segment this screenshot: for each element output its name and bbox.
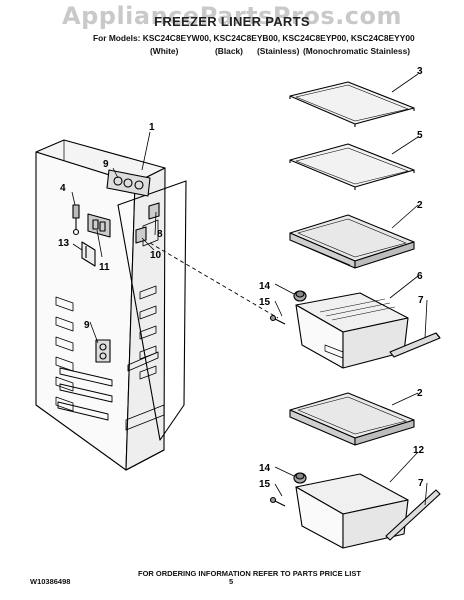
callout-3: 3	[417, 66, 423, 77]
callout-2-upper: 2	[417, 200, 423, 211]
pan-lower	[295, 473, 409, 549]
watermark-text: AppliancePartsPros.com	[62, 2, 402, 30]
roller-lower	[293, 472, 307, 484]
freezer-liner	[35, 139, 187, 471]
callout-4: 4	[60, 183, 66, 194]
callout-14-lower: 14	[259, 463, 271, 474]
callout-7-lower: 7	[418, 478, 424, 489]
callout-11: 11	[99, 262, 110, 273]
callout-8: 8	[157, 229, 163, 240]
control-assembly-top	[106, 169, 151, 197]
screw-upper	[269, 314, 286, 325]
wire-harness	[81, 241, 96, 267]
housing	[87, 213, 111, 238]
variant-stainless: (Stainless)	[257, 46, 300, 56]
roller-upper	[293, 290, 307, 302]
callout-6: 6	[417, 271, 423, 282]
callout-10: 10	[150, 250, 162, 261]
callout-7-upper: 7	[418, 295, 424, 306]
pan-cover-rail-lower	[385, 489, 441, 541]
light-cover-right	[148, 202, 160, 220]
variant-white: (White)	[150, 46, 179, 56]
lamp-socket	[72, 204, 80, 236]
callout-13: 13	[58, 238, 70, 249]
callout-1: 1	[149, 122, 155, 133]
part-number: W10386498	[30, 577, 71, 586]
variant-black: (Black)	[215, 46, 243, 56]
pan-cover-rail-upper	[389, 332, 441, 358]
page-title: FREEZER LINER PARTS	[154, 14, 310, 29]
callout-9-top: 9	[103, 159, 109, 170]
shelf-assembly-lower	[289, 392, 415, 446]
shelf-assembly-upper	[289, 214, 415, 269]
callout-15-lower: 15	[259, 479, 271, 490]
models-line: For Models: KSC24C8EYW00, KSC24C8EYB00, …	[93, 33, 415, 43]
callout-14-upper: 14	[259, 281, 271, 292]
callout-12: 12	[413, 445, 425, 456]
callout-15-upper: 15	[259, 297, 271, 308]
callout-9-low: 9	[84, 320, 90, 331]
callout-2-lower: 2	[417, 388, 423, 399]
screw-lower	[269, 496, 286, 507]
control-assembly-low	[95, 339, 111, 363]
variant-mono-stainless: (Monochromatic Stainless)	[303, 46, 411, 56]
callout-5: 5	[417, 130, 423, 141]
ordering-note: FOR ORDERING INFORMATION REFER TO PARTS …	[138, 569, 361, 578]
page-number: 5	[229, 577, 234, 586]
pan-upper	[295, 292, 409, 369]
glass-shelf-middle	[289, 143, 415, 190]
glass-shelf-top	[289, 81, 415, 127]
leader-lines	[71, 73, 428, 506]
